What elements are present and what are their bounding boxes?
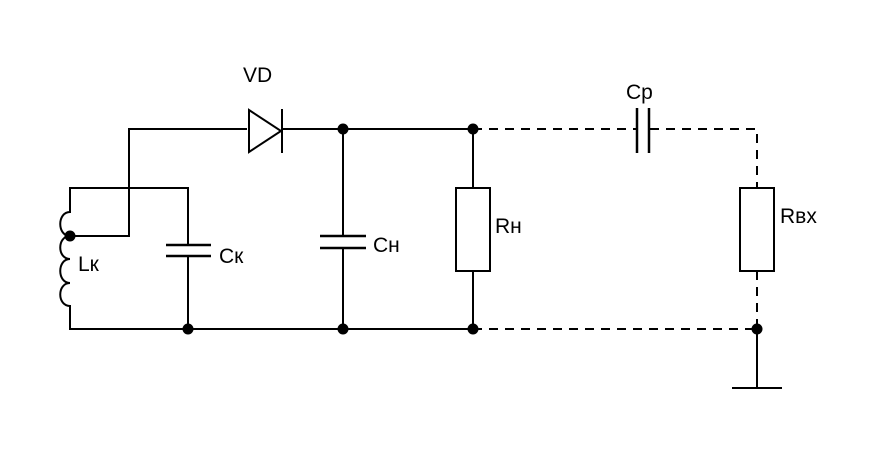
resistor-icon [455,187,491,272]
input-resistor-label: Rвх [780,205,817,228]
tank-capacitor-label: Cк [219,245,244,268]
dashed-wires [473,128,758,330]
diode-label: VD [243,64,272,87]
junction-dot [467,323,479,335]
junction-dot [337,123,349,135]
junction-dot [751,323,763,335]
coupling-capacitor-label: Cp [626,81,653,104]
junction-dot [182,323,194,335]
capacitor-icon [166,243,211,258]
junction-dots [64,123,763,335]
load-capacitor-label: Cн [373,234,400,257]
capacitor-icon [635,108,651,153]
inductor-icon [59,210,72,308]
resistor-icon [739,187,775,272]
junction-dot [467,123,479,135]
junction-dot [337,323,349,335]
load-resistor-label: Rн [495,215,522,238]
junction-dot [64,230,76,242]
diode-icon [248,108,283,154]
capacitor-icon [320,234,366,250]
ground-icon [732,328,782,389]
wires [69,128,474,330]
coil-label: Lк [78,253,100,276]
